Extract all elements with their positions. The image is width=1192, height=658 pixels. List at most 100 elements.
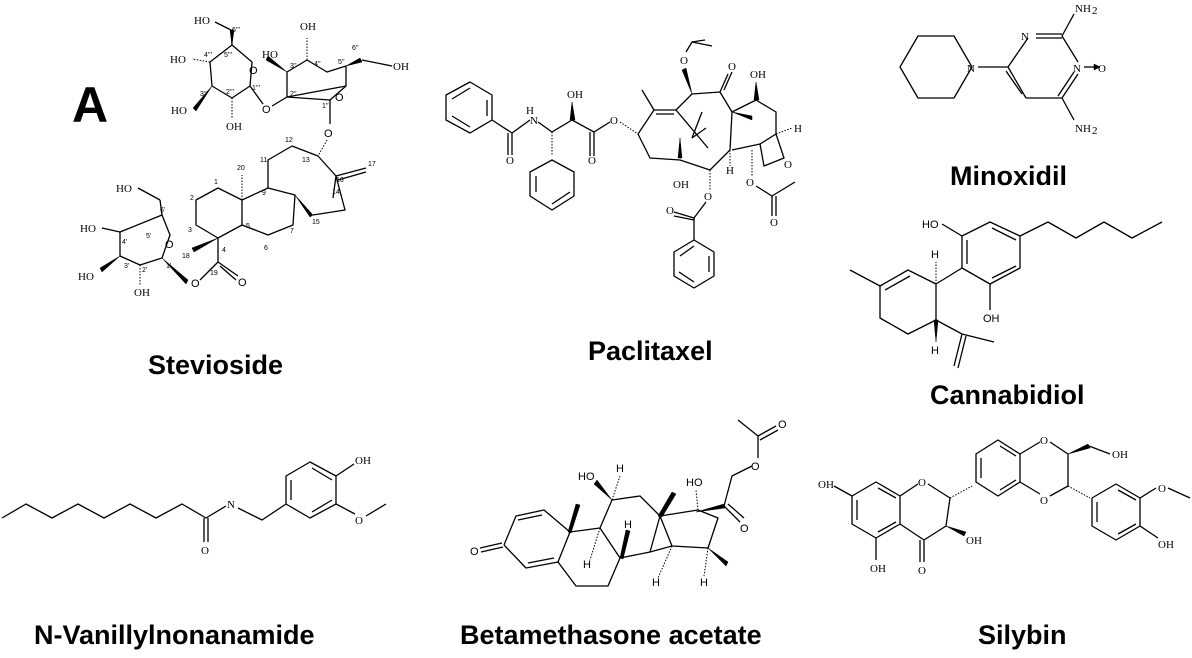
- svg-text:O: O: [1040, 435, 1048, 447]
- svg-text:O: O: [751, 461, 760, 473]
- svg-text:O: O: [666, 205, 674, 217]
- svg-text:HO: HO: [922, 219, 939, 231]
- stevioside-structure: HO HO HO OH O O 4'''5'''6''' 3'''2'''1''…: [78, 15, 409, 299]
- svg-text:O: O: [470, 546, 479, 558]
- silybin-structure: OH OH O O OH O O OH O OH: [818, 435, 1191, 577]
- svg-text:6: 6: [264, 245, 268, 252]
- svg-text:H: H: [931, 345, 939, 357]
- svg-text:HO: HO: [78, 271, 94, 283]
- svg-text:14: 14: [332, 189, 340, 196]
- svg-text:5''': 5''': [224, 52, 232, 59]
- svg-text:H: H: [583, 559, 591, 571]
- svg-text:3': 3': [124, 263, 129, 270]
- svg-text:OH: OH: [818, 479, 834, 491]
- svg-text:O: O: [262, 104, 271, 116]
- svg-text:4: 4: [222, 247, 226, 254]
- svg-text:OH: OH: [870, 563, 886, 575]
- svg-text:HO: HO: [80, 223, 96, 235]
- svg-text:O: O: [704, 191, 712, 203]
- svg-text:O: O: [1040, 495, 1048, 507]
- vanillylnonanamide-structure: O N OH O: [1, 455, 387, 557]
- svg-text:O: O: [1158, 483, 1166, 495]
- svg-text:O: O: [191, 278, 200, 290]
- svg-text:OH: OH: [355, 455, 371, 467]
- svg-text:O: O: [249, 65, 258, 77]
- svg-text:H: H: [526, 105, 534, 117]
- svg-text:H: H: [616, 463, 624, 475]
- silybin-label: Silybin: [978, 620, 1067, 650]
- svg-text:4''': 4''': [204, 52, 212, 59]
- cannabidiol-structure: HO OH H H: [849, 219, 1163, 369]
- svg-text:1': 1': [166, 263, 171, 270]
- svg-text:4'': 4'': [314, 61, 321, 68]
- svg-text:1'': 1'': [322, 103, 329, 110]
- svg-text:O: O: [1098, 63, 1106, 75]
- svg-text:5': 5': [146, 233, 151, 240]
- svg-text:O: O: [588, 155, 596, 167]
- svg-text:O: O: [740, 523, 749, 535]
- svg-text:H: H: [794, 123, 802, 135]
- svg-text:2: 2: [1092, 125, 1098, 137]
- betamethasone-acetate-structure: O HO H H H H HO O O O H: [470, 419, 787, 589]
- svg-text:OH: OH: [983, 313, 1000, 325]
- svg-text:HO: HO: [116, 183, 132, 195]
- cannabidiol-label: Cannabidiol: [930, 380, 1085, 410]
- svg-text:O: O: [201, 545, 209, 557]
- svg-text:OH: OH: [393, 61, 409, 73]
- svg-text:HO: HO: [262, 49, 278, 61]
- svg-text:N: N: [530, 115, 538, 127]
- svg-text:HO: HO: [171, 105, 187, 117]
- svg-text:HO: HO: [578, 471, 595, 483]
- svg-text:OH: OH: [750, 69, 766, 81]
- svg-text:H: H: [726, 165, 734, 177]
- svg-text:O: O: [784, 159, 792, 171]
- svg-text:2: 2: [1092, 5, 1098, 17]
- betamethasone-acetate-label: Betamethasone acetate: [460, 620, 762, 650]
- svg-text:O: O: [918, 565, 926, 577]
- stevioside-label: Stevioside: [148, 350, 284, 380]
- svg-text:1: 1: [214, 179, 218, 186]
- svg-text:12: 12: [285, 137, 293, 144]
- svg-text:6''': 6''': [232, 27, 240, 34]
- svg-text:18: 18: [182, 253, 190, 260]
- svg-text:HO: HO: [194, 15, 210, 27]
- minoxidil-label: Minoxidil: [950, 161, 1067, 191]
- svg-text:HO: HO: [170, 54, 186, 66]
- svg-text:O: O: [770, 217, 778, 229]
- svg-text:2: 2: [190, 195, 194, 202]
- svg-text:H: H: [700, 577, 708, 589]
- svg-text:HO: HO: [686, 477, 703, 489]
- paclitaxel-structure: O HN OH O O OH O O OH H O H O O O O: [445, 39, 802, 289]
- svg-text:6': 6': [160, 207, 165, 214]
- svg-text:H: H: [624, 519, 632, 531]
- svg-text:5'': 5'': [338, 59, 345, 66]
- svg-text:O: O: [335, 92, 344, 104]
- svg-text:15: 15: [312, 219, 320, 226]
- svg-text:7: 7: [290, 228, 294, 235]
- svg-text:O: O: [746, 177, 754, 189]
- svg-text:1''': 1''': [252, 85, 260, 92]
- svg-text:O: O: [165, 239, 174, 251]
- svg-text:OH: OH: [226, 121, 242, 133]
- svg-text:17: 17: [368, 161, 376, 168]
- svg-text:N: N: [967, 63, 975, 75]
- svg-text:9: 9: [262, 190, 266, 197]
- svg-text:H: H: [652, 577, 660, 589]
- svg-text:O: O: [506, 155, 514, 167]
- svg-text:20: 20: [237, 165, 245, 172]
- svg-text:O: O: [728, 61, 736, 73]
- svg-text:OH: OH: [1158, 539, 1174, 551]
- svg-text:N: N: [1073, 63, 1081, 75]
- svg-text:11: 11: [260, 157, 267, 164]
- paclitaxel-label: Paclitaxel: [588, 336, 713, 366]
- svg-text:2': 2': [142, 267, 147, 274]
- svg-text:3''': 3''': [200, 91, 208, 98]
- svg-text:O: O: [778, 419, 787, 431]
- svg-text:O: O: [238, 277, 247, 289]
- svg-text:O: O: [680, 55, 688, 67]
- svg-text:OH: OH: [134, 287, 150, 299]
- vanillylnonanamide-label: N-Vanillylnonanamide: [34, 620, 315, 650]
- svg-text:OH: OH: [966, 535, 982, 547]
- svg-text:OH: OH: [300, 21, 316, 33]
